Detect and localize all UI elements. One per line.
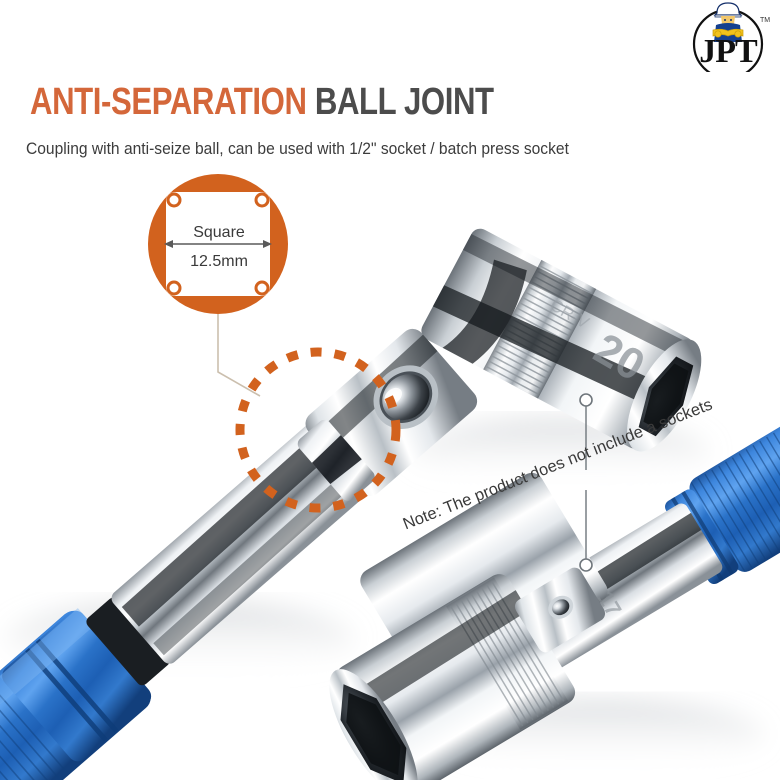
blue-handle-main — [0, 608, 152, 780]
jpt-wordmark: JPT — [699, 33, 758, 70]
title-rest: BALL JOINT — [314, 81, 494, 123]
worker-mascot — [712, 2, 744, 42]
socket-top: 20 CR-V — [421, 228, 702, 452]
square-drive-small — [514, 567, 606, 653]
callout-dimension-label: 12.5mm — [190, 253, 248, 270]
dimension-arrow — [164, 240, 272, 248]
note-anchor-dot-bottom — [579, 558, 593, 572]
main-tool — [0, 328, 478, 780]
page-subtitle: Coupling with anti-seize ball, can be us… — [26, 140, 569, 158]
highlight-dashed-circle — [235, 347, 401, 513]
jpt-logo: JPT TM — [692, 2, 770, 72]
callout-shape-label: Square — [193, 224, 245, 241]
callout-leader-line — [217, 314, 261, 397]
callout-label-group: Square 12.5mm — [160, 222, 278, 272]
square-size-callout — [148, 174, 288, 314]
trademark-mark: TM — [760, 17, 770, 24]
square-drive-head — [297, 328, 478, 501]
title-highlight: ANTI-SEPARATION — [30, 81, 307, 123]
page-title: ANTI-SEPARATION BALL JOINT — [30, 82, 494, 122]
note-anchor-dot-top — [579, 393, 593, 407]
